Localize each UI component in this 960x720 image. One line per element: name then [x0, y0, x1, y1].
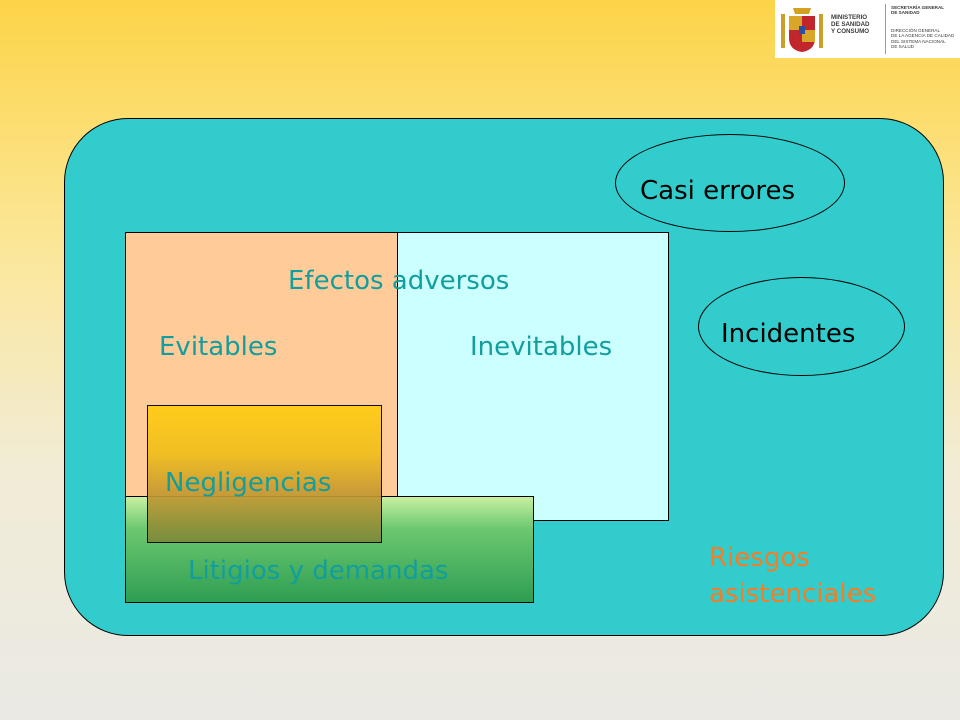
inevitables-label: Inevitables: [470, 332, 613, 362]
casi-errores-ellipse: [615, 134, 845, 232]
efectos-adversos-label: Efectos adversos: [288, 266, 510, 296]
riesgos-line-2: asistenciales: [709, 579, 877, 609]
inevitables-box: [397, 232, 669, 521]
coat-of-arms-icon: [781, 8, 823, 52]
riesgos-asistenciales-label: Riesgos asistenciales: [709, 540, 876, 612]
riesgos-line-1: Riesgos: [709, 543, 810, 573]
direccion-name: DIRECCIÓN GENERAL DE LA AGENCIA DE CALID…: [891, 28, 955, 50]
casi-errores-label: Casi errores: [640, 176, 796, 206]
incidentes-label: Incidentes: [721, 319, 856, 349]
secretaria-name: SECRETARÍA GENERAL DE SANIDAD: [891, 5, 945, 16]
incidentes-ellipse: [698, 277, 905, 376]
evitables-label: Evitables: [159, 332, 278, 362]
ministry-name: MINISTERIO DE SANIDAD Y CONSUMO: [831, 14, 870, 35]
logo-divider: [885, 4, 886, 54]
negligencias-label: Negligencias: [165, 468, 332, 498]
litigios-label: Litigios y demandas: [188, 556, 449, 586]
negligencias-box: [147, 405, 382, 543]
ministry-logo: MINISTERIO DE SANIDAD Y CONSUMO SECRETAR…: [775, 0, 960, 58]
